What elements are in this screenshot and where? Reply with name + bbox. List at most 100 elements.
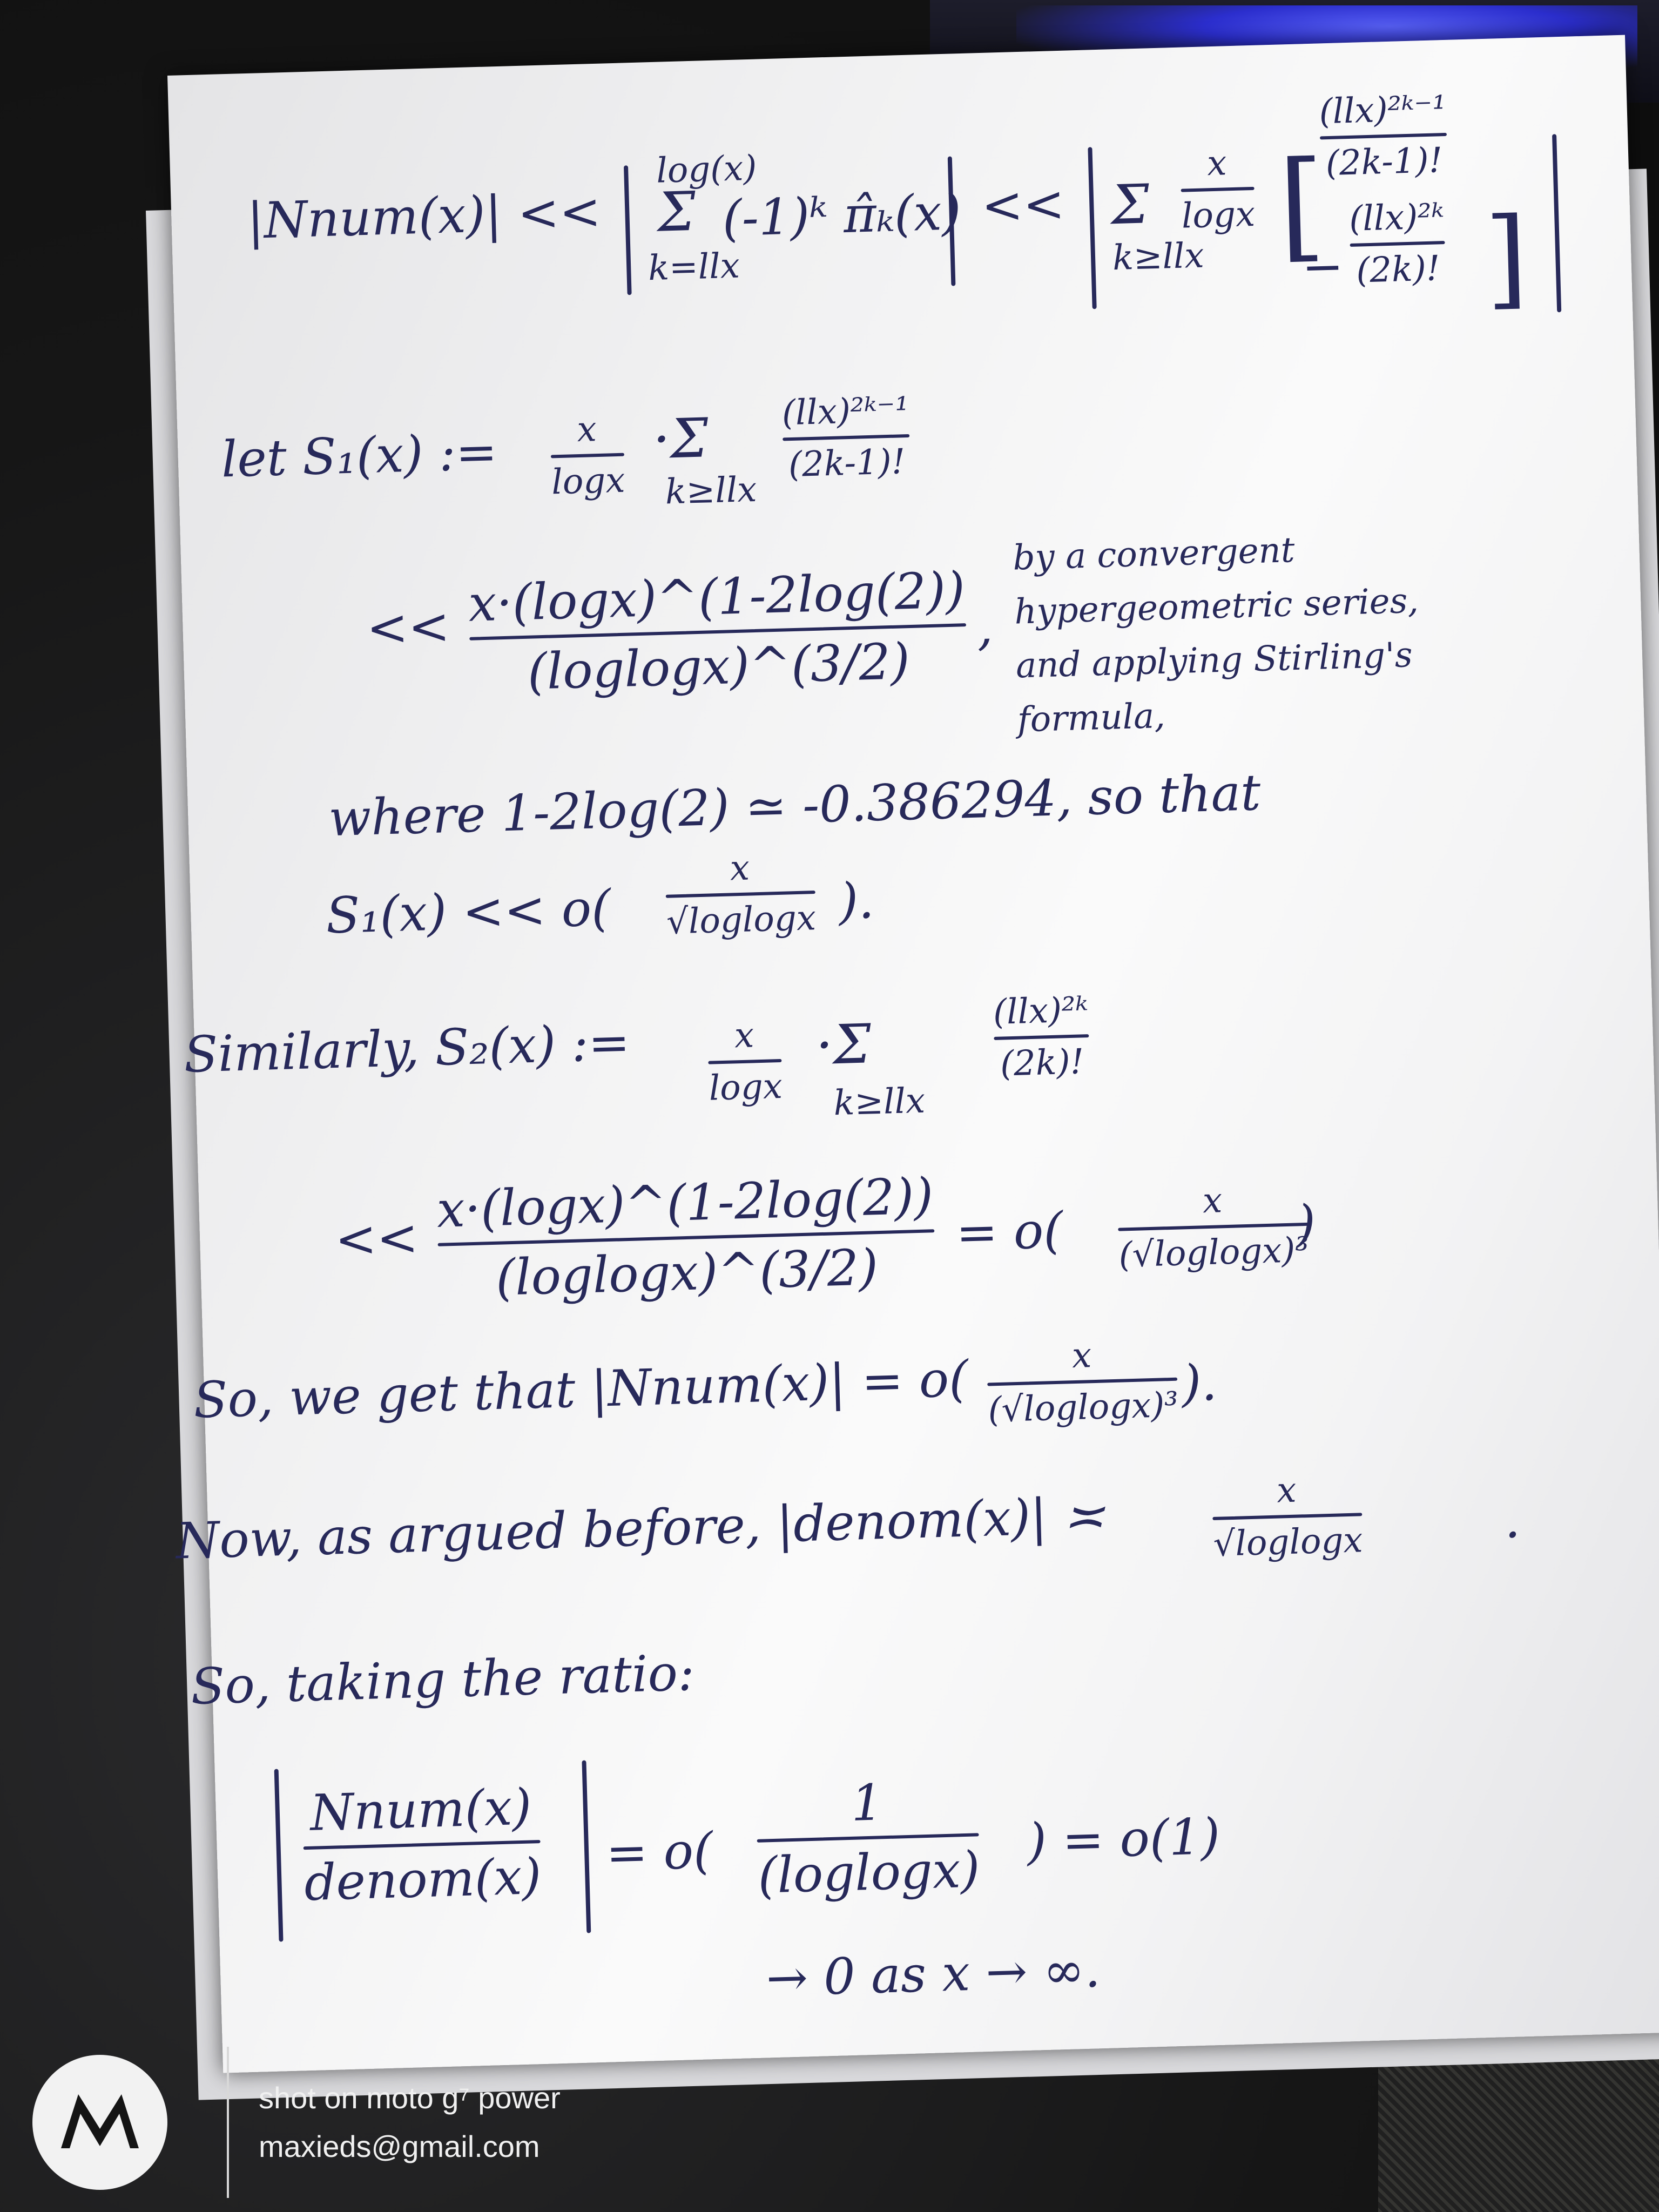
fraction-bar [1350, 241, 1445, 247]
fraction-bar [987, 1377, 1178, 1386]
motorola-m-icon [61, 2094, 139, 2148]
s1-body-den: (2k-1)! [788, 442, 906, 485]
s1-reason-2: hypergeometric series, [1014, 581, 1419, 632]
ratio-eq: = o( [605, 1822, 714, 1883]
watermark-device: shot on moto g⁷ power [259, 2081, 561, 2115]
s2-bound-rel: << [334, 1208, 419, 1269]
fraction-bar [783, 434, 910, 441]
now-line-num: x [1276, 1470, 1297, 1511]
s2-bound-num: x·(logx)^(1-2log(2)) [436, 1167, 934, 1239]
line1-sum1-sigma: Σ [656, 179, 697, 244]
watermark-email: maxieds@gmail.com [259, 2129, 540, 2163]
s1-bound-comma: , [976, 598, 994, 657]
s1-sigma: ·Σ [652, 406, 710, 471]
s1-sum-lower: k≥llx [664, 469, 758, 512]
handwritten-notes: |Nnum(x)| << log(x) Σ k=llx (-1)ᵏ π̂ₖ(x)… [167, 35, 1659, 2073]
s1-concl-lead: S₁(x) << o( [325, 879, 612, 945]
so-line-den: (√loglogx)³ [987, 1385, 1179, 1431]
s1-body-num: (llx)²ᵏ⁻¹ [781, 389, 910, 434]
fraction-bar [1118, 1222, 1309, 1231]
line1-term2-den: (2k)! [1355, 248, 1441, 291]
motorola-logo-icon [32, 2055, 167, 2190]
s1-bound-rel: << [366, 597, 451, 658]
line1-term2: (llx)²ᵏ (2k)! [1348, 197, 1446, 291]
line1-sum2-lower: k≥llx [1112, 235, 1205, 279]
line1-minus: − [1301, 237, 1345, 296]
s2-bound-frac: x·(logx)^(1-2log(2)) (loglogx)^(3/2) [436, 1167, 936, 1309]
ratio-den: denom(x) [304, 1847, 542, 1912]
so-line-num: x [1071, 1336, 1092, 1377]
s2-sum-lower: k≥llx [833, 1081, 926, 1124]
watermark-text: shot on moto g⁷ power maxieds@gmail.com [259, 2074, 561, 2171]
ratio-frac: Nnum(x) denom(x) [301, 1778, 542, 1912]
so-line-tail: ). [1181, 1353, 1218, 1413]
s2-bound-o-num: x [1202, 1181, 1223, 1222]
ratio-tail: ) = o(1) [1026, 1807, 1221, 1871]
ratio-abs-left [274, 1769, 284, 1942]
s1-concl-num: x [729, 848, 750, 889]
now-line-frac: x √loglogx [1211, 1468, 1363, 1564]
line1-sum2-frac-den: logx [1181, 194, 1256, 237]
handwritten-paper: |Nnum(x)| << log(x) Σ k=llx (-1)ᵏ π̂ₖ(x)… [167, 35, 1659, 2073]
abs-bar-left-2 [1088, 147, 1097, 309]
ratio-abs-right [582, 1760, 591, 1933]
s1-bound-frac: x·(logx)^(1-2log(2)) (loglogx)^(3/2) [468, 561, 968, 703]
s2-bound-tail: ) [1295, 1194, 1317, 1253]
s2-frac-den: logx [708, 1066, 783, 1109]
line1-mid-rel: << [980, 174, 1065, 235]
where-line: where 1-2log(2) ≃ -0.386294, so that [328, 764, 1262, 848]
abs-bar-right-2 [1552, 134, 1562, 313]
so-line-lead: So, we get that |Nnum(x)| = o( [193, 1350, 969, 1429]
line1-sum2-frac-num: x [1206, 143, 1228, 184]
s2-frac-num: x [734, 1015, 755, 1056]
s1-bound-den: (loglogx)^(3/2) [527, 632, 911, 701]
s1-body: (llx)²ᵏ⁻¹ (2k-1)! [781, 390, 911, 485]
camera-watermark: shot on moto g⁷ power maxieds@gmail.com [32, 2047, 561, 2198]
line1-term1-den: (2k-1)! [1325, 140, 1444, 184]
s1-concl-den: √loglogx [666, 898, 817, 942]
s2-sigma: ·Σ [814, 1012, 872, 1077]
line1-term2-num: (llx)²ᵏ [1348, 197, 1445, 239]
s2-frac: x logx [707, 1015, 783, 1109]
s2-bound-o-frac: x (√loglogx)³ [1117, 1178, 1310, 1276]
watermark-divider [227, 2047, 229, 2198]
right-bracket: ] [1483, 194, 1529, 321]
s1-frac: x logx [550, 409, 626, 503]
now-line-tail: . [1503, 1491, 1521, 1549]
line1-lhs: |Nnum(x)| << [246, 182, 602, 250]
s2-lead: Similarly, S₂(x) := [183, 1013, 631, 1084]
s1-lead: let S₁(x) := [220, 423, 498, 489]
s1-concl-frac: x √loglogx [664, 846, 817, 942]
now-line-lead: Now, as argued before, |denom(x)| ≍ [175, 1486, 1105, 1570]
fraction-bar [665, 891, 815, 898]
fraction-bar [1319, 132, 1447, 140]
s2-bound-den: (loglogx)^(3/2) [495, 1238, 879, 1307]
line1-sum1-body: (-1)ᵏ π̂ₖ(x) [721, 183, 962, 248]
limit-line: → 0 as x → ∞. [765, 1940, 1101, 2008]
now-line-den: √loglogx [1212, 1520, 1364, 1564]
s2-body-num: (llx)²ᵏ [993, 990, 1089, 1033]
ratio-intro: So, taking the ratio: [190, 1643, 696, 1716]
s1-bound-num: x·(logx)^(1-2log(2)) [468, 561, 966, 633]
fraction-bar [994, 1034, 1089, 1040]
s2-body-den: (2k)! [1000, 1042, 1085, 1084]
fraction-bar [550, 453, 625, 458]
s2-bound-eq: = o( [955, 1201, 1064, 1263]
line1-sum2-frac: x logx [1179, 143, 1256, 237]
ratio-o-frac: 1 (loglogx) [755, 1771, 981, 1905]
fraction-bar [1212, 1513, 1363, 1521]
so-line-frac: x (√loglogx)³ [986, 1333, 1179, 1431]
line1-sum1-lower: k=llx [648, 246, 740, 289]
s2-bound-o-den: (√loglogx)³ [1118, 1230, 1310, 1276]
line1-term1-num: (llx)²ᵏ⁻¹ [1318, 88, 1447, 132]
line1-sum2-sigma: Σ [1110, 172, 1150, 237]
s2-body: (llx)²ᵏ (2k)! [993, 990, 1090, 1084]
s1-reason-4: formula, [1016, 696, 1166, 740]
s1-frac-den: logx [551, 460, 626, 503]
ratio-o-den: (loglogx) [757, 1840, 981, 1905]
abs-bar-left-1 [623, 165, 632, 295]
s1-reason-1: by a convergent [1012, 530, 1296, 578]
ratio-num: Nnum(x) [309, 1778, 532, 1842]
fraction-bar [1181, 186, 1255, 192]
